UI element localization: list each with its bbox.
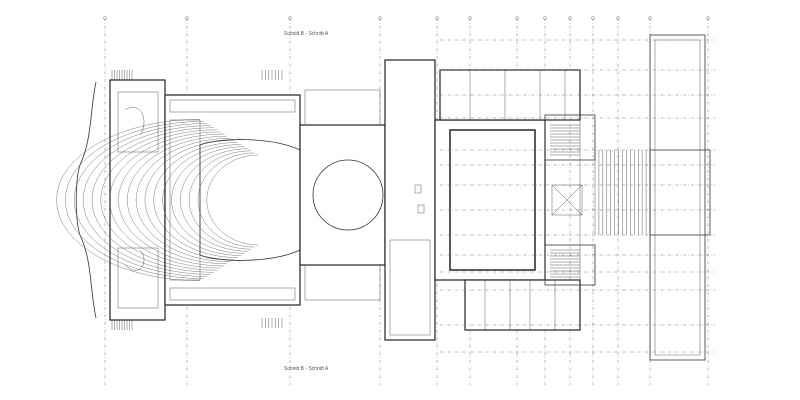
auditorium: [56, 94, 301, 306]
section-label-top: Schnitt B - Schnitt A: [284, 31, 329, 37]
section-label-bottom: Schnitt B - Schnitt A: [284, 366, 329, 372]
east-canopy: [594, 34, 711, 361]
west-foyer: [75, 70, 283, 330]
main-stage: [299, 89, 386, 301]
back-stage-hall: [384, 59, 546, 341]
grid-lines-horizontal: [440, 39, 715, 353]
